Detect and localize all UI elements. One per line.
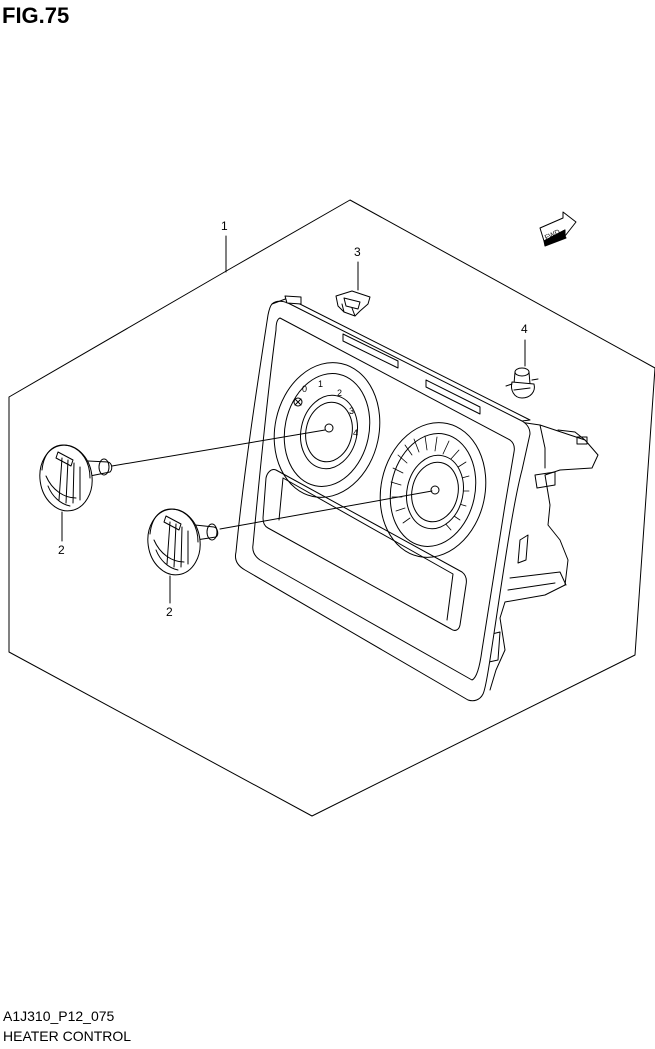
knob-leader-lower bbox=[219, 490, 433, 530]
dial-mark-2: 2 bbox=[337, 388, 342, 398]
callout-2-lower[interactable]: 2 bbox=[166, 605, 173, 619]
bulb-socket-part bbox=[505, 367, 539, 399]
dial-mark-4: 4 bbox=[353, 428, 358, 438]
assembly-boundary bbox=[8, 199, 655, 817]
callout-1[interactable]: 1 bbox=[221, 219, 228, 233]
callout-2-upper[interactable]: 2 bbox=[58, 543, 65, 557]
diagram-code: A1J310_P12_075 bbox=[3, 1008, 115, 1024]
fwd-arrow-icon: FWD bbox=[539, 211, 577, 247]
knob-leader-upper bbox=[111, 429, 326, 467]
callout-3[interactable]: 3 bbox=[354, 245, 361, 259]
clip-part bbox=[335, 290, 371, 317]
dial-mark-0: 0 bbox=[302, 384, 307, 394]
dial-mark-3: 3 bbox=[349, 406, 354, 416]
dial-mark-1: 1 bbox=[318, 379, 323, 389]
figure-title: FIG.75 bbox=[2, 3, 70, 28]
fan-speed-dial: 0 1 2 3 4 bbox=[273, 362, 381, 498]
callout-4[interactable]: 4 bbox=[521, 322, 528, 336]
knob-upper bbox=[39, 444, 113, 512]
heater-control-panel: 0 1 2 3 4 bbox=[235, 295, 599, 702]
fan-icon bbox=[293, 397, 303, 407]
temperature-dial bbox=[379, 422, 487, 558]
section-title: HEATER CONTROL bbox=[3, 1028, 132, 1044]
knob-lower bbox=[147, 508, 219, 576]
